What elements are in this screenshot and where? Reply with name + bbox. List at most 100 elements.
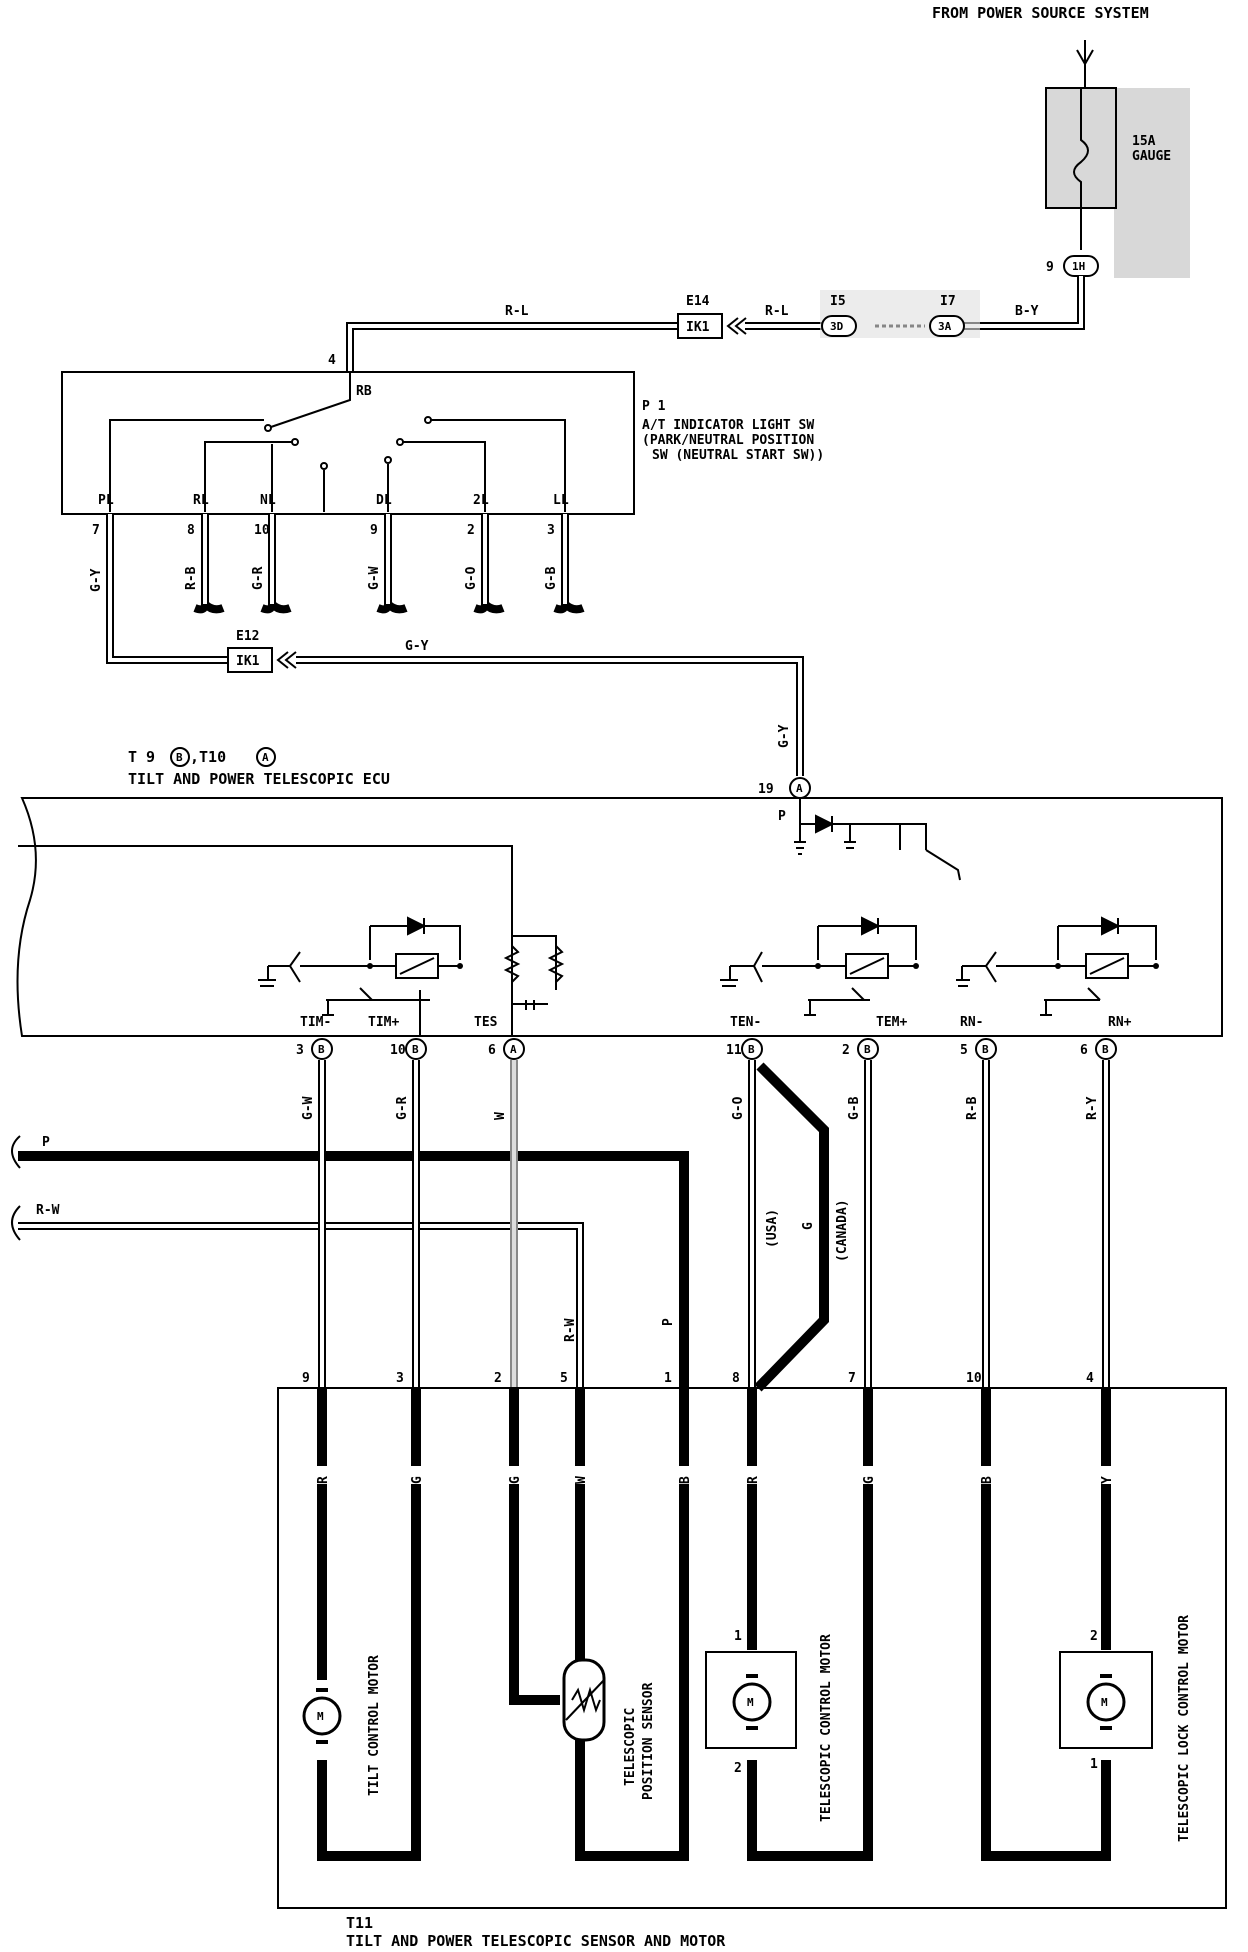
switch-wire-label: R-B bbox=[184, 566, 199, 590]
switch-terminal-pin: 9 bbox=[370, 523, 378, 538]
t11-pin-label-bg bbox=[861, 1466, 875, 1484]
lock-motor-symbol bbox=[1086, 1682, 1126, 1722]
lock-motor-label: TELESCOPIC LOCK CONTROL MOTOR bbox=[1177, 1615, 1192, 1842]
switch-branch-wire bbox=[193, 514, 225, 614]
switch-branch-wire bbox=[473, 514, 505, 614]
tes-circuit bbox=[511, 935, 557, 1036]
gy-harness: E12 IK1 G-Y G-Y G-Y bbox=[89, 514, 804, 776]
t11-pin-number: 5 bbox=[560, 1371, 568, 1386]
i5-name: I5 bbox=[830, 294, 846, 309]
ten-relay bbox=[720, 925, 917, 1016]
t11-pin-number: 7 bbox=[848, 1371, 856, 1386]
gy-wire-1 bbox=[106, 514, 228, 664]
e12-name: E12 bbox=[236, 629, 259, 644]
t11-pin-label-bg bbox=[1099, 1466, 1113, 1484]
t11-pin-label-bg bbox=[409, 1466, 423, 1484]
ecu-terminal-pin: 10 bbox=[390, 1043, 406, 1058]
rl-label-1: R-L bbox=[505, 304, 529, 319]
lock-motor-loop bbox=[981, 1388, 1111, 1861]
switch-name-2: (PARK/NEUTRAL POSITION bbox=[642, 433, 814, 448]
ecu-terminal-circle bbox=[503, 1038, 525, 1060]
ecu-wire-label: G-R bbox=[395, 1096, 410, 1120]
ecu-input-label: P bbox=[778, 809, 786, 824]
tele-motor-m: M bbox=[747, 1696, 754, 1709]
e12-code: IK1 bbox=[236, 654, 260, 669]
t11-pin-wire-color: B bbox=[980, 1476, 995, 1484]
ecu-terminal-label: TES bbox=[474, 1015, 498, 1030]
t11-pin-number: 10 bbox=[966, 1371, 982, 1386]
ecu-terminal-pin: 2 bbox=[842, 1043, 850, 1058]
rl-label-2: R-L bbox=[765, 304, 789, 319]
ecu-id-code-b: B bbox=[176, 751, 183, 764]
switch-terminal-pin: 8 bbox=[187, 523, 195, 538]
ecu-id-sep: ,T10 bbox=[190, 748, 226, 766]
e12-box bbox=[227, 647, 273, 673]
ecu-terminal-pin: 3 bbox=[296, 1043, 304, 1058]
lock-pin-top: 2 bbox=[1090, 1629, 1098, 1644]
ecu-name: TILT AND POWER TELESCOPIC ECU bbox=[128, 770, 390, 788]
switch-wiper bbox=[267, 372, 351, 429]
ecu-terminal-label: TIM- bbox=[300, 1015, 331, 1030]
ecu-wire-label: G-W bbox=[301, 1096, 316, 1120]
switch-terminal-pin: 3 bbox=[547, 523, 555, 538]
p-wire bbox=[18, 1151, 689, 1388]
e14-name: E14 bbox=[686, 294, 710, 309]
i7-code: 3A bbox=[938, 320, 952, 333]
gy-label-3: G-Y bbox=[777, 724, 792, 748]
t11-name: TILT AND POWER TELESCOPIC SENSOR AND MOT… bbox=[346, 1932, 726, 1950]
t11-pin-wire-color: G bbox=[410, 1476, 425, 1484]
switch-branch-wire bbox=[260, 514, 292, 614]
lock-motor-m: M bbox=[1101, 1696, 1108, 1709]
ecu-wire-label: G-O bbox=[731, 1096, 746, 1120]
t11-pin-number: 9 bbox=[302, 1371, 310, 1386]
t11-group: M TILT CONTROL MOTOR TELESCOPIC POSITION… bbox=[277, 1387, 1227, 1950]
ecu-terminal-pin: 6 bbox=[488, 1043, 496, 1058]
switch-name-3: SW (NEUTRAL START SW)) bbox=[652, 448, 824, 463]
ecu-terminal-code: A bbox=[510, 1043, 517, 1056]
tes-resistor-2 bbox=[547, 945, 565, 983]
harness-bottom: P R-W R-W P (USA) G (CANADA) bbox=[11, 1060, 1110, 1392]
ecu-terminal-circle bbox=[741, 1038, 763, 1060]
tele-motor-symbol bbox=[732, 1682, 772, 1722]
switch-terminal-pin: 2 bbox=[467, 523, 475, 538]
ecu-terminal-code: B bbox=[982, 1043, 989, 1056]
switch-wire-label: G-O bbox=[464, 566, 479, 590]
t11-pin-number: 4 bbox=[1086, 1371, 1094, 1386]
ecu-inner bbox=[18, 845, 513, 1036]
t11-pin-wire-color: G bbox=[508, 1476, 523, 1484]
ecu-terminal-pin: 6 bbox=[1080, 1043, 1088, 1058]
tele-motor-loop bbox=[747, 1388, 873, 1861]
ecu-wire-label: R-B bbox=[965, 1096, 980, 1120]
gy-label-1: G-Y bbox=[89, 568, 104, 592]
rw-mid-label: R-W bbox=[563, 1318, 578, 1342]
switch-terminal-label: RL bbox=[193, 493, 209, 508]
e12-chevrons bbox=[276, 651, 297, 669]
ecu-terminal-circle bbox=[857, 1038, 879, 1060]
e14-chevrons bbox=[726, 317, 747, 335]
t11-pin-number: 2 bbox=[494, 1371, 502, 1386]
rw-wire-o bbox=[18, 1222, 584, 1388]
switch-contacts bbox=[109, 419, 566, 512]
t11-pin-wire-color: B bbox=[678, 1476, 693, 1484]
ecu-group: T 9 B ,T10 A TILT AND POWER TELESCOPIC E… bbox=[16, 747, 1223, 1037]
e14-code: IK1 bbox=[686, 320, 710, 335]
ecu-terminal-label: TEN- bbox=[730, 1015, 761, 1030]
by-label: B-Y bbox=[1015, 304, 1039, 319]
tim-relay-diode bbox=[407, 916, 427, 936]
switch-name-1: A/T INDICATOR LIGHT SW bbox=[642, 418, 814, 433]
fuse-terminal-pin: 9 bbox=[1046, 260, 1054, 275]
ecu-terminal-label: RN+ bbox=[1108, 1015, 1132, 1030]
power-source-group: FROM POWER SOURCE SYSTEM 15A GAUGE 9 1H bbox=[932, 4, 1190, 278]
ecu-input-circuit bbox=[794, 798, 961, 881]
switch-terminal-pin: 7 bbox=[92, 523, 100, 538]
ecu-id-code-a: A bbox=[262, 751, 269, 764]
ecu-terminal-label: TEM+ bbox=[876, 1015, 907, 1030]
usa-label: (USA) bbox=[765, 1209, 780, 1248]
side-break bbox=[11, 1135, 21, 1241]
ecu-wire-label: G-B bbox=[847, 1096, 862, 1120]
ecu-terminal-code: B bbox=[412, 1043, 419, 1056]
switch-terminal-label: PL bbox=[98, 493, 114, 508]
g-mid-label: G bbox=[801, 1222, 816, 1230]
